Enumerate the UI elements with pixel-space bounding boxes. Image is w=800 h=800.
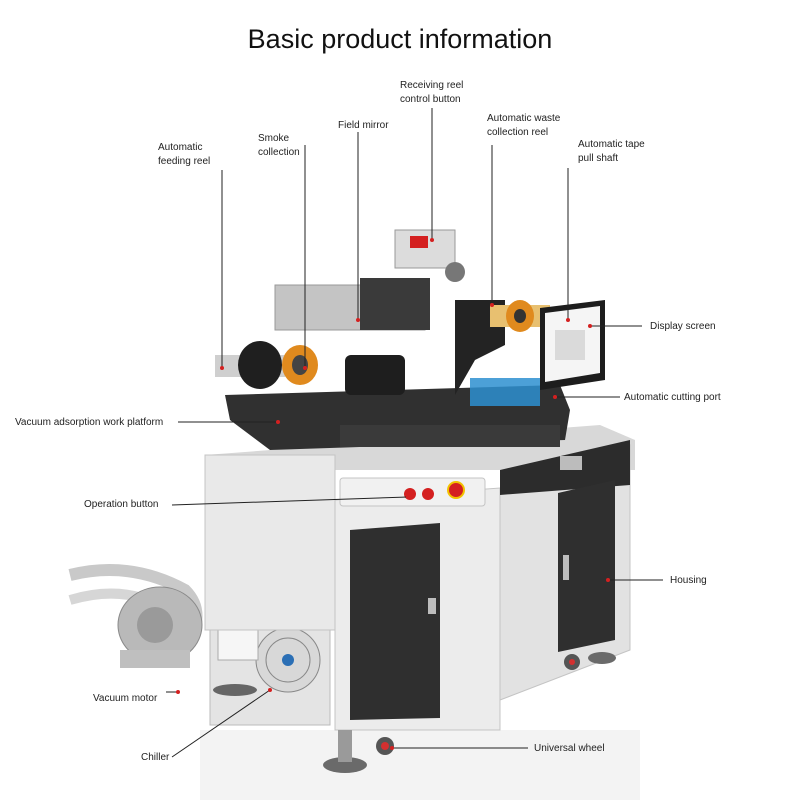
label-universal-wheel: Universal wheel xyxy=(534,743,605,754)
label-housing: Housing xyxy=(670,575,707,586)
pointer-dots xyxy=(176,238,610,750)
work-platform xyxy=(225,378,570,450)
display-screen xyxy=(540,300,605,390)
universal-wheels xyxy=(323,652,616,773)
label-vacuum-platform: Vacuum adsorption work platform xyxy=(15,417,164,428)
label-smoke-collection: Smoke collection xyxy=(258,133,300,158)
page-title: Basic product information xyxy=(247,24,553,54)
label-cutting-port: Automatic cutting port xyxy=(624,392,721,403)
label-chiller: Chiller xyxy=(141,752,170,763)
label-waste-collection-reel: Automatic waste collection reel xyxy=(487,113,561,138)
laser-head xyxy=(274,229,465,395)
label-display-screen: Display screen xyxy=(650,321,716,332)
label-receiving-reel-button: Receiving reel control button xyxy=(400,80,464,105)
label-field-mirror: Field mirror xyxy=(338,120,389,131)
vacuum-motor-unit xyxy=(68,564,203,668)
feeding-reel xyxy=(215,341,318,389)
housing-cabinet xyxy=(204,425,635,731)
waste-reel xyxy=(455,300,550,395)
leader-lines xyxy=(166,108,663,758)
label-tape-pull-shaft: Automatic tape pull shaft xyxy=(578,139,645,164)
label-operation-button: Operation button xyxy=(84,499,159,510)
label-vacuum-motor: Vacuum motor xyxy=(93,693,158,704)
floor-reflection xyxy=(200,730,640,800)
label-feeding-reel: Automatic feeding reel xyxy=(158,142,211,167)
